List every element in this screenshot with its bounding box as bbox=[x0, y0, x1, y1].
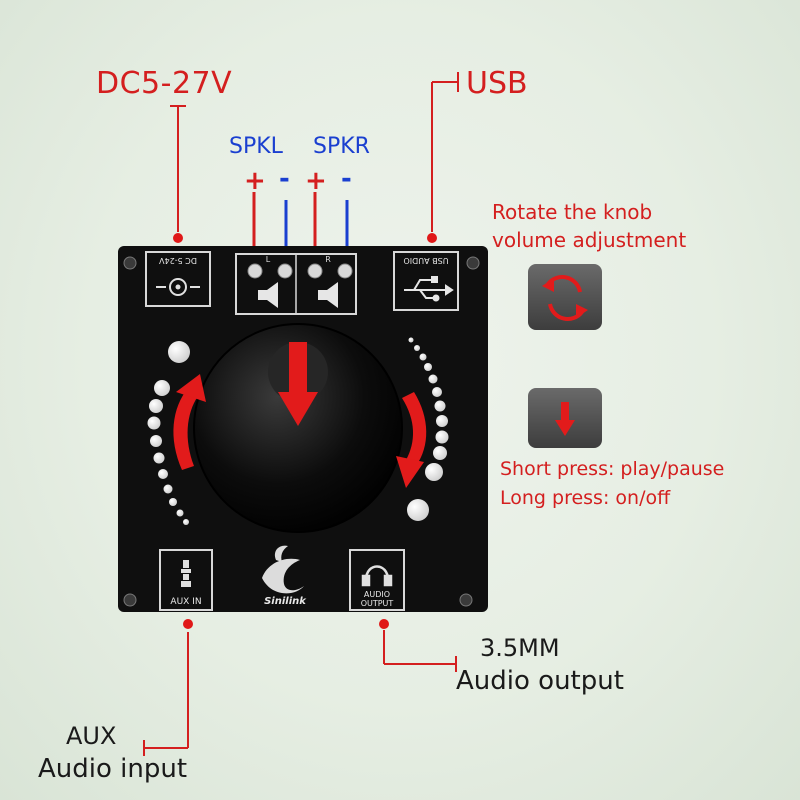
brand-label: Sinilink bbox=[264, 596, 307, 607]
aux-label-line1: AUX bbox=[66, 722, 117, 750]
headphone-icon bbox=[361, 565, 393, 587]
knob-press-arrow bbox=[278, 342, 318, 426]
dc-port-label: DC 5-24V bbox=[159, 256, 197, 265]
spkl-label: SPKL bbox=[229, 134, 283, 159]
rotate-arrow-left bbox=[173, 374, 206, 470]
rotate-arrow-right bbox=[396, 392, 427, 488]
spkr-label: SPKR bbox=[313, 134, 370, 159]
sinilink-logo: Sinilink bbox=[262, 545, 307, 607]
spkr-minus-label: - bbox=[341, 164, 352, 194]
jack-icon bbox=[181, 560, 191, 587]
rotate-label-line1: Rotate the knob bbox=[492, 200, 653, 224]
volume-knob[interactable] bbox=[193, 323, 403, 533]
callout-lines bbox=[143, 72, 459, 756]
long-press-label: Long press: on/off bbox=[500, 487, 671, 509]
usb-port: USB AUDIO bbox=[393, 251, 459, 311]
usb-icon bbox=[404, 276, 454, 302]
press-knob-illustration bbox=[528, 388, 602, 448]
speaker-terminals: L R bbox=[235, 253, 357, 315]
spkl-plus-label: + bbox=[244, 166, 266, 196]
spkl-minus-label: - bbox=[279, 164, 290, 194]
audio-output-label-2: OUTPUT bbox=[361, 599, 394, 608]
aux-label-line2: Audio input bbox=[38, 754, 188, 784]
speaker-icon bbox=[258, 282, 338, 308]
audio-output-label-line2: Audio output bbox=[456, 666, 624, 696]
short-press-label: Short press: play/pause bbox=[500, 458, 725, 480]
dc-port: DC 5-24V bbox=[145, 251, 211, 307]
rotate-knob-illustration bbox=[528, 264, 602, 330]
aux-in-port: AUX IN bbox=[159, 549, 213, 611]
rotate-label-line2: volume adjustment bbox=[492, 228, 687, 252]
terminal-r-label: R bbox=[325, 255, 331, 264]
audio-output-label-1: AUDIO bbox=[364, 590, 390, 599]
dc-input-label: DC5-27V bbox=[96, 66, 233, 101]
callout-dots bbox=[173, 233, 437, 629]
led-indicators-right bbox=[407, 337, 449, 521]
corner-screws bbox=[123, 256, 480, 607]
usb-label: USB bbox=[466, 66, 528, 101]
audio-output-label-line1: 3.5MM bbox=[480, 634, 560, 662]
led-indicators-left bbox=[147, 341, 190, 525]
spkr-plus-label: + bbox=[305, 166, 327, 196]
audio-output-port: AUDIO OUTPUT bbox=[349, 549, 405, 611]
aux-in-label: AUX IN bbox=[170, 597, 201, 607]
usb-port-label: USB AUDIO bbox=[403, 256, 448, 265]
terminal-l-label: L bbox=[266, 255, 271, 264]
